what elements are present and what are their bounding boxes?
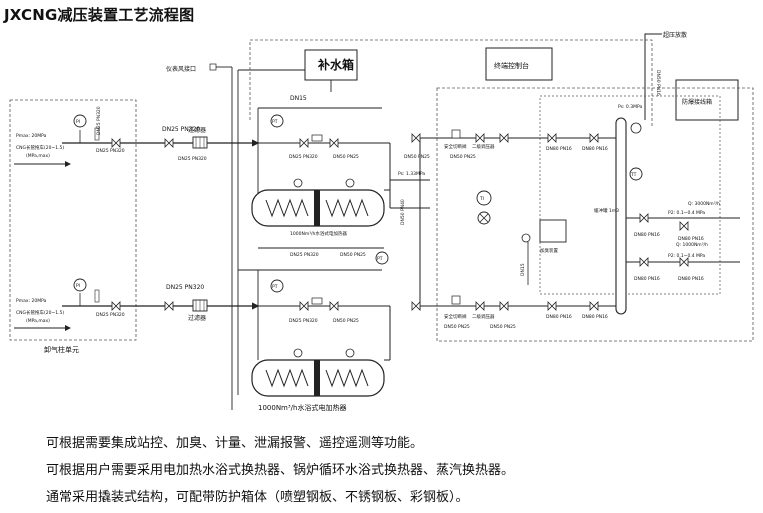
odorizer-label: 加臭装置 bbox=[540, 247, 558, 254]
svg-text:DN25 PN320: DN25 PN320 bbox=[178, 156, 207, 162]
svg-text:DN50 PN16: DN50 PN16 bbox=[655, 70, 661, 96]
ps-2-label: Ps: 0.3MPa bbox=[618, 104, 642, 110]
inlet-top-label-2: CNG长管拖车(20~1.5) bbox=[16, 144, 64, 151]
make-up-tank bbox=[304, 49, 358, 81]
svg-text:PI: PI bbox=[76, 119, 80, 125]
inlet-bottom-label-1: Pmax: 20MPa bbox=[16, 298, 47, 304]
svg-text:TI: TI bbox=[479, 196, 484, 202]
inlet-bottom-label-3: (MPa,max) bbox=[26, 318, 50, 324]
svg-text:DN25 PN320: DN25 PN320 bbox=[96, 106, 102, 135]
svg-text:DN25 PN320: DN25 PN320 bbox=[290, 252, 319, 258]
inlet-bottom-size: DN25 PN320 bbox=[96, 312, 125, 318]
safety-valve-top: 安全切断阀 bbox=[444, 143, 467, 150]
svg-text:DN80 PN16: DN80 PN16 bbox=[634, 276, 660, 282]
svg-text:PT: PT bbox=[272, 119, 278, 125]
svg-text:PT: PT bbox=[272, 284, 278, 290]
safety-valve-bottom: 安全切断阀 bbox=[444, 313, 467, 320]
svg-text:DN80 PN16: DN80 PN16 bbox=[546, 314, 572, 320]
svg-text:PI: PI bbox=[76, 283, 80, 289]
note-3: 通常采用撬装式结构，可配带防护箱体（喷塑钢板、不锈钢板、彩钢板）。 bbox=[46, 490, 469, 505]
dn15-label: DN15 bbox=[290, 95, 307, 102]
svg-text:DN50 PN40: DN50 PN40 bbox=[400, 199, 406, 225]
svg-text:DN50 PN25: DN50 PN25 bbox=[340, 252, 366, 258]
explosion-proof-label: 防爆接线箱 bbox=[682, 98, 712, 106]
flow-1-label: Q: 3000Nm³/h bbox=[688, 201, 720, 207]
svg-text:DN80 PN16: DN80 PN16 bbox=[546, 146, 572, 152]
make-up-tank-label: 补水箱 bbox=[317, 57, 354, 72]
svg-text:DN50 PN25: DN50 PN25 bbox=[333, 318, 359, 324]
inlet-top-label-3: (MPa,max) bbox=[26, 153, 50, 159]
regulator-top: 二级调压器 bbox=[472, 143, 495, 150]
svg-text:TT: TT bbox=[630, 172, 637, 178]
instrument-air-label: 仪表风接口 bbox=[166, 65, 196, 73]
unloading-unit-box bbox=[9, 99, 137, 341]
filter-top-label: 过滤器 bbox=[188, 126, 206, 134]
inlet-bottom-label-2: CNG长管拖车(20~1.5) bbox=[16, 309, 64, 316]
unloading-unit-label: 卸气柱单元 bbox=[44, 345, 79, 354]
filter-bottom-label: 过滤器 bbox=[188, 314, 206, 322]
svg-text:DN50 PN25: DN50 PN25 bbox=[444, 324, 470, 330]
pi-gauge-bottom bbox=[73, 278, 87, 292]
note-1: 可根据需要集成站控、加臭、计量、泄漏报警、遥控遥测等功能。 bbox=[46, 436, 424, 451]
dn25-pn320-bottom-label: DN25 PN320 bbox=[166, 284, 204, 291]
explosion-proof-box bbox=[675, 79, 739, 121]
svg-text:DN25 PN320: DN25 PN320 bbox=[289, 318, 318, 324]
svg-text:PT: PT bbox=[377, 256, 383, 262]
flow-2-label: Q: 1000Nm³/h bbox=[676, 242, 708, 248]
svg-text:DN80 PN16: DN80 PN16 bbox=[582, 314, 608, 320]
svg-text:DN80 PN16: DN80 PN16 bbox=[582, 146, 608, 152]
svg-text:DN50 PN25: DN50 PN25 bbox=[333, 154, 359, 160]
buffer-tank bbox=[615, 117, 627, 315]
regulator-bottom: 二级调压器 bbox=[472, 313, 495, 320]
overpressure-vent-label: 超压放散 bbox=[663, 31, 687, 39]
inlet-top-label-1: Pmax: 20MPa bbox=[16, 133, 47, 139]
buffer-tank-label: 缓冲罐 1m3 bbox=[594, 207, 619, 214]
svg-text:DN50 PN25: DN50 PN25 bbox=[404, 154, 430, 160]
svg-text:DN25 PN320: DN25 PN320 bbox=[289, 154, 318, 160]
heater-bottom-label: 1000Nm³/h水浴式电加热器 bbox=[258, 403, 346, 412]
terminal-control-label: 终端控制台 bbox=[494, 61, 529, 70]
inlet-top-size: DN25 PN320 bbox=[96, 148, 125, 154]
diagram-title: JXCNG减压装置工艺流程图 bbox=[4, 6, 195, 24]
p2-1-label: P2: 0.1~0.4 MPa bbox=[668, 210, 705, 216]
svg-text:DN80 PN16: DN80 PN16 bbox=[678, 276, 704, 282]
note-2: 可根据用户需要采用电加热水浴式换热器、锅炉循环水浴式换热器、蒸汽换热器。 bbox=[46, 463, 515, 478]
odorizer bbox=[539, 219, 567, 243]
heater-top-label: 1000Nm³/h水浴式电加热器 bbox=[290, 230, 347, 237]
ps-1-label: Ps: 1.33MPa bbox=[398, 171, 425, 177]
svg-text:DN15: DN15 bbox=[520, 263, 526, 276]
svg-text:DN50 PN25: DN50 PN25 bbox=[450, 154, 476, 160]
terminal-control-cabinet bbox=[485, 47, 553, 81]
svg-text:DN80 PN16: DN80 PN16 bbox=[678, 236, 704, 242]
dn25-pn320-top-label: DN25 PN320 bbox=[162, 126, 200, 133]
svg-text:DN80 PN16: DN80 PN16 bbox=[634, 232, 660, 238]
p2-2-label: P2: 0.1~0.4 MPa bbox=[668, 253, 705, 259]
pi-gauge-top bbox=[73, 114, 87, 128]
svg-text:DN50 PN25: DN50 PN25 bbox=[490, 324, 516, 330]
